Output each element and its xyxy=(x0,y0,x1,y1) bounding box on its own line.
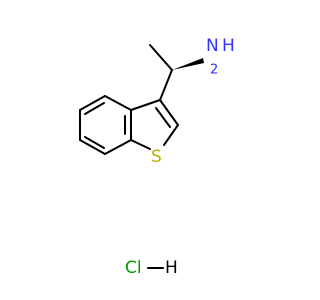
bond-c3a-c3 xyxy=(130,99,161,111)
sulfur-label: S xyxy=(151,147,162,167)
bond-c3a-c4 xyxy=(104,95,132,111)
double-bond-c3-c2 xyxy=(155,107,171,128)
salt-hydrogen-label: H xyxy=(165,258,178,278)
double-bond-c4-c5 xyxy=(84,102,105,115)
stereo-wedge-bond xyxy=(172,58,204,70)
hydrochloride-salt: Cl H xyxy=(125,258,178,278)
bond-s1-c7a xyxy=(130,139,151,150)
bond-c3-c2 xyxy=(159,99,179,126)
bond-c6-c7 xyxy=(79,139,106,155)
molecule-drawing: N H 2 S Cl H xyxy=(79,36,235,278)
bond-c3-calpha xyxy=(159,69,173,101)
double-bond-c6-c7 xyxy=(84,136,105,149)
thiophene-ring xyxy=(130,99,179,150)
bond-c4-c5 xyxy=(79,95,106,111)
side-chain xyxy=(149,44,204,101)
structure-canvas: N H 2 S Cl H xyxy=(79,36,235,278)
chlorine-label: Cl xyxy=(125,258,142,278)
benzene-ring xyxy=(79,95,132,155)
amine-hydrogen-label: H xyxy=(222,36,235,56)
bond-c7-c7a xyxy=(104,139,132,155)
bond-calpha-methyl xyxy=(149,44,173,71)
nitrogen-label: N xyxy=(206,36,219,56)
bond-c2-s1 xyxy=(163,124,179,146)
amine-subscript-label: 2 xyxy=(210,63,218,78)
